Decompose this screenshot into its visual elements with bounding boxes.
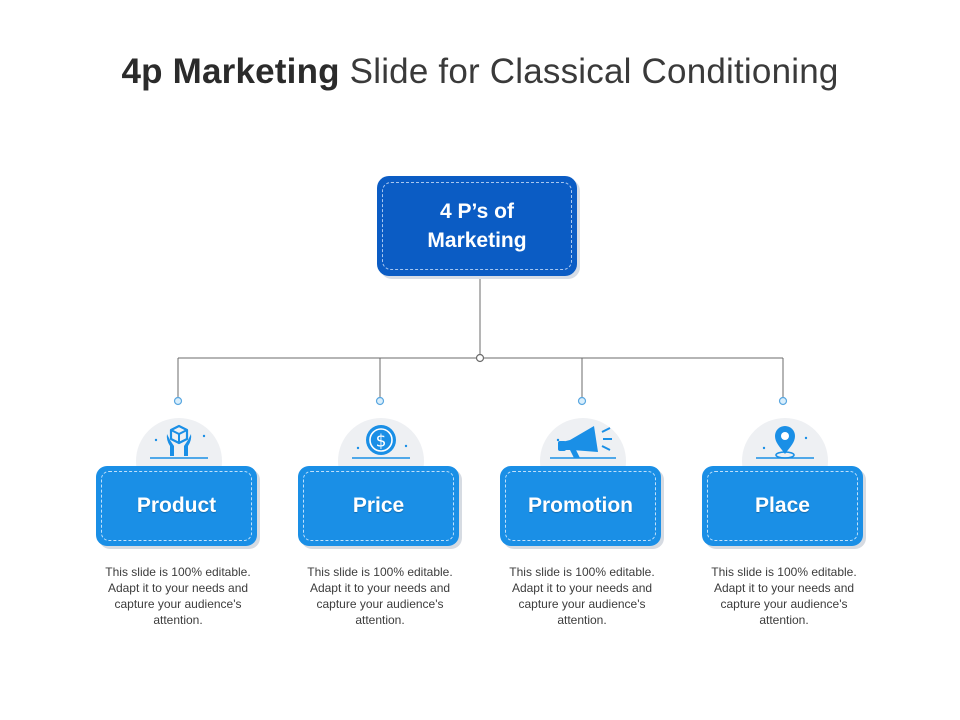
product-description: This slide is 100% editable. Adapt it to… [105,565,251,627]
price-card: Price [298,466,459,546]
slide-title: 4p Marketing Slide for Classical Conditi… [0,52,960,92]
root-node-label: 4 P’s of Marketing [427,200,527,252]
product-card: Product [96,466,257,546]
price-description: This slide is 100% editable. Adapt it to… [307,565,453,627]
promotion-label: Promotion [528,494,633,517]
place-label: Place [755,494,810,517]
item-place: Place This slide is 100% editable. Adapt… [702,418,866,638]
product-card-inner: Product [101,471,252,541]
price-card-inner: Price [303,471,454,541]
slide-title-bold: 4p Marketing [121,52,340,91]
root-node-inner: 4 P’s of Marketing [382,182,572,270]
product-label: Product [136,494,217,517]
promotion-card: Promotion [500,466,661,546]
slide-title-light: Slide for Classical Conditioning [349,52,839,91]
end-dot-price [375,396,385,406]
location-pin-icon [742,418,828,466]
item-price: $ Price This slide is 100% editable. Ada… [298,418,462,638]
dollar-coin-icon: $ [338,418,424,466]
price-label: Price [352,494,405,517]
place-card-inner: Place [707,471,858,541]
end-dot-promotion [577,396,587,406]
promotion-description: This slide is 100% editable. Adapt it to… [509,565,655,627]
place-description: This slide is 100% editable. Adapt it to… [711,565,857,627]
root-node-box: 4 P’s of Marketing [377,176,577,276]
end-dot-place [778,396,788,406]
svg-text:$: $ [376,432,387,452]
megaphone-icon [540,418,626,466]
promotion-card-inner: Promotion [505,471,656,541]
place-card: Place [702,466,863,546]
item-product: Product This slide is 100% editable. Ada… [96,418,260,638]
end-dot-product [173,396,183,406]
hands-box-icon [136,418,222,466]
item-promotion: Promotion This slide is 100% editable. A… [500,418,664,638]
junction-node-dot [475,353,485,363]
